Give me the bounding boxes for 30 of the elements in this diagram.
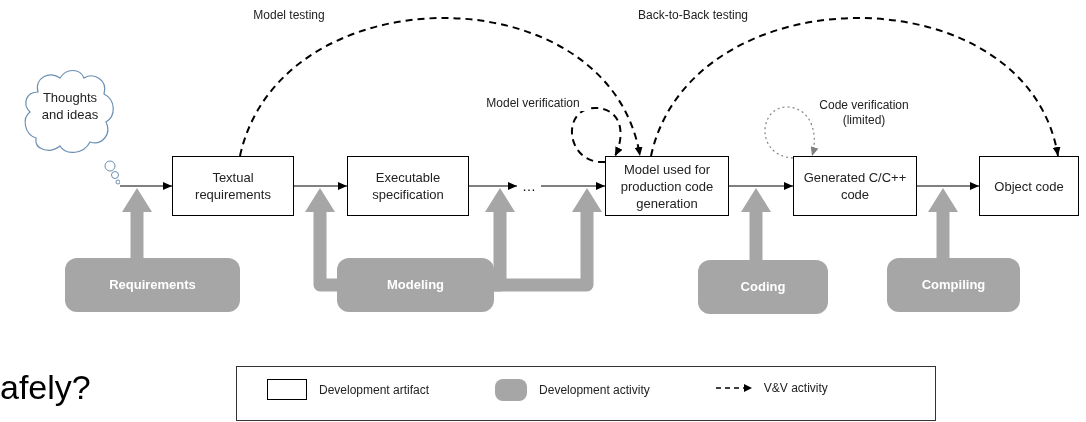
- cloud-text: Thoughts and ideas: [40, 89, 100, 123]
- arrow: [119, 182, 173, 190]
- dashed-arrow: [650, 17, 1060, 157]
- dashed-arrow: [239, 17, 642, 157]
- artifact-box: Textual requirements: [172, 156, 294, 216]
- arrow: [916, 182, 980, 190]
- slide-text: afely?: [0, 367, 91, 408]
- legend-text: Development artifact: [319, 381, 430, 399]
- arrow: [468, 182, 518, 190]
- thick-arrow: [494, 188, 602, 292]
- dashed-arrow: [764, 106, 819, 159]
- artifact-box: Generated C/C++ code: [793, 156, 917, 216]
- thick-arrow: [928, 188, 958, 258]
- arrow: [293, 182, 348, 190]
- thick-arrow: [305, 188, 337, 292]
- activity-box: Compiling: [887, 258, 1020, 312]
- artifact-box: Model used for production code generation: [605, 156, 729, 216]
- artifact-box: Executable specification: [347, 156, 469, 216]
- thick-arrow: [122, 188, 152, 258]
- activity-box: Modeling: [337, 258, 494, 312]
- dashed-arrow: [571, 107, 623, 163]
- activity-box: Coding: [698, 260, 828, 314]
- legend-text: Development activity: [539, 382, 650, 399]
- ellipsis-text: …: [517, 174, 541, 198]
- legend-text: V&V activity: [763, 380, 828, 397]
- arrow: [540, 182, 606, 190]
- thick-arrow: [741, 188, 771, 260]
- artifact-box: Object code: [979, 156, 1079, 216]
- arrow: [728, 182, 794, 190]
- activity-box: Requirements: [65, 258, 240, 312]
